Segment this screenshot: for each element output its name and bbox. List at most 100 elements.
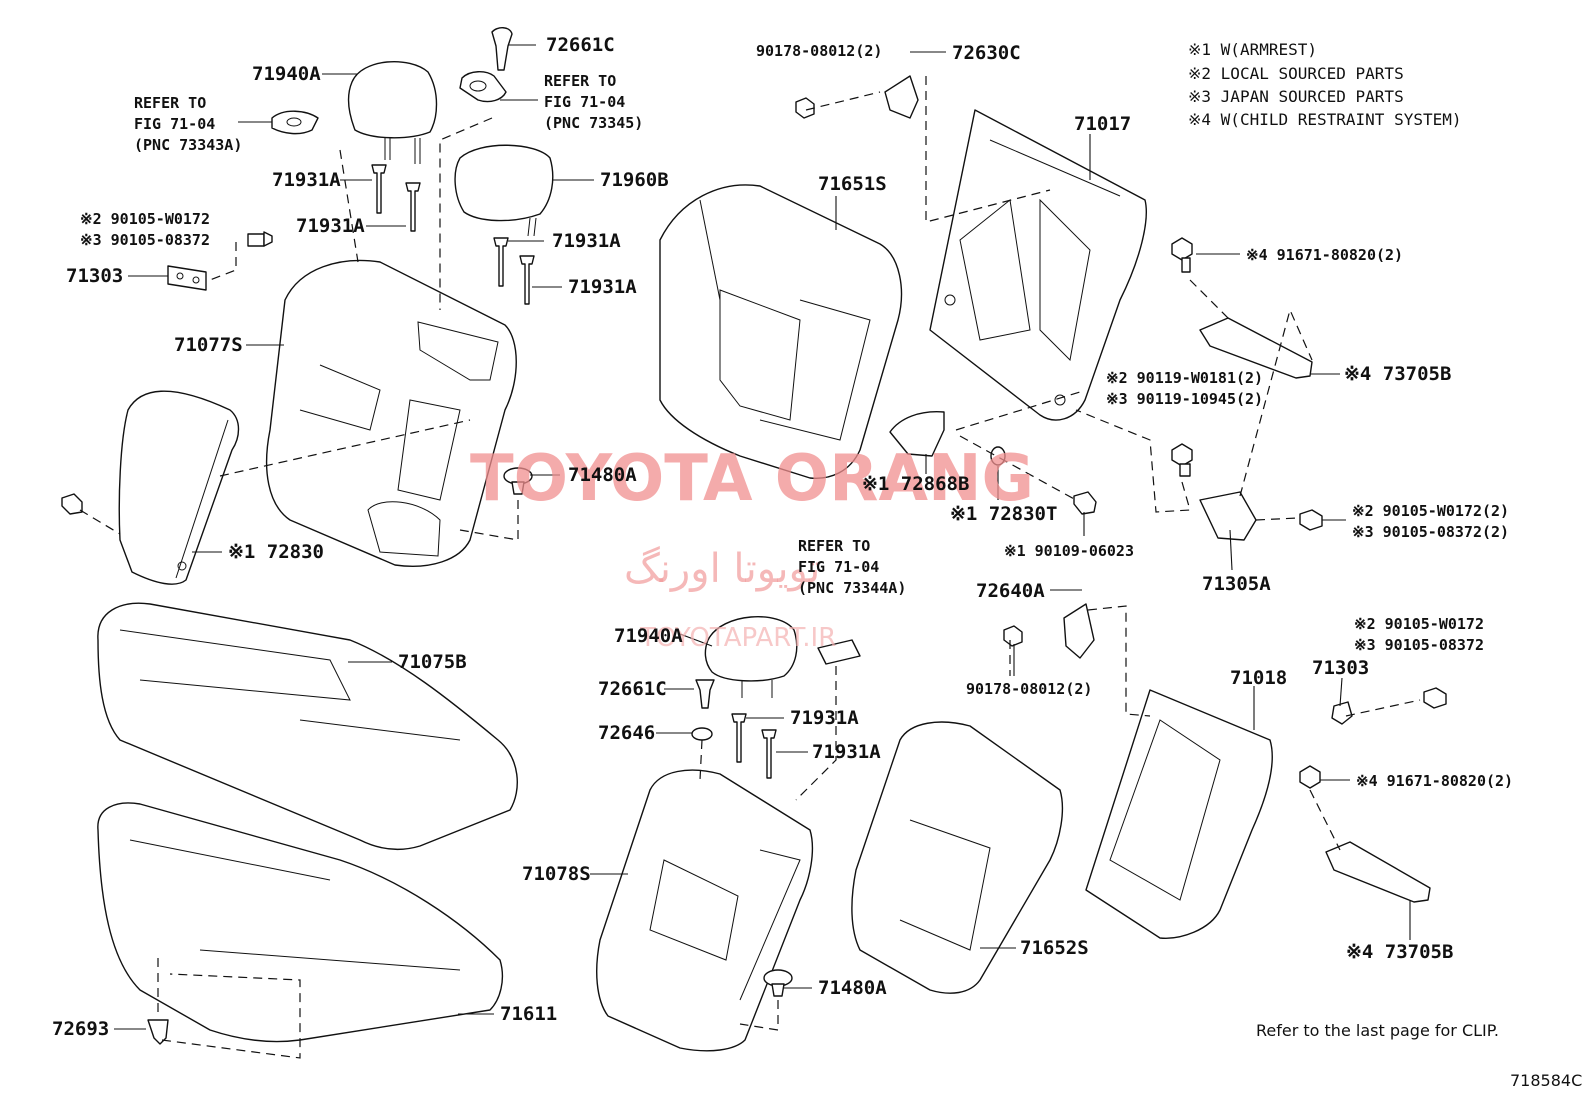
label-90105-right2-3: ※3 90105-08372: [1354, 636, 1484, 654]
label-71303-right: 71303: [1312, 657, 1369, 679]
diagram-id: 718584C: [1510, 1071, 1582, 1090]
bracket-71303-left: [167, 265, 207, 291]
label-71075b: 71075B: [398, 651, 467, 673]
label-72830t: ※1 72830T: [950, 503, 1057, 525]
clip-note: Refer to the last page for CLIP.: [1256, 1021, 1499, 1040]
label-73705b-top: ※4 73705B: [1344, 363, 1451, 385]
guide-72661c-top: [491, 27, 513, 71]
label-71960b: 71960B: [600, 169, 669, 191]
label-72830: ※1 72830: [228, 541, 324, 563]
label-90105-right2-2: ※2 90105-W0172: [1354, 615, 1484, 633]
label-72661c-top: 72661C: [546, 34, 615, 56]
refer-note-73344a: REFER TO FIG 71-04 (PNC 73344A): [798, 537, 906, 597]
refer-note-73343a: REFER TO FIG 71-04 (PNC 73343A): [134, 94, 242, 154]
watermark-site: TOYOTAPART.IR: [639, 623, 836, 653]
armrest-72830: [118, 390, 240, 585]
clip-72646: [691, 727, 713, 741]
refer-note-73345: REFER TO FIG 71-04 (PNC 73345): [544, 72, 643, 132]
legend-item-3: ※3 JAPAN SOURCED PARTS: [1188, 87, 1404, 106]
label-90105-left-2: ※2 90105-W0172: [80, 210, 210, 228]
headrest-71940a-bottom: [704, 616, 798, 698]
cushion-pad-71611: [97, 802, 504, 1043]
refer-line: (PNC 73345): [544, 114, 643, 132]
legend-item-1: ※1 W(ARMREST): [1188, 40, 1317, 59]
label-91671-top: ※4 91671-80820(2): [1246, 246, 1403, 264]
label-90178-top: 90178-08012(2): [756, 42, 882, 60]
refer-line: (PNC 73344A): [798, 579, 906, 597]
clip-72693: [147, 1019, 169, 1045]
anchor-73705b-bottom: [1325, 841, 1431, 903]
seatback-cover-71077s: [265, 259, 517, 567]
label-71303-left: 71303: [66, 265, 123, 287]
label-71077s: 71077S: [174, 334, 243, 356]
label-71018: 71018: [1230, 667, 1287, 689]
label-72868b: ※1 72868B: [862, 473, 969, 495]
label-90105-right-3: ※3 90105-08372(2): [1352, 523, 1509, 541]
refer-line: (PNC 73343A): [134, 136, 242, 154]
refer-line: REFER TO: [134, 94, 206, 112]
bolt-armrest: [61, 493, 83, 515]
label-71931a: 71931A: [296, 215, 365, 237]
refer-line: FIG 71-04: [798, 558, 879, 576]
bolt-90105-right: [1299, 509, 1323, 531]
nut-90178-top: [795, 97, 815, 119]
watermark-brand: TOYOTA ORANG: [470, 442, 1034, 516]
bolt-90105-left: [247, 231, 273, 247]
label-71651s: 71651S: [818, 173, 887, 195]
label-72661c-bottom: 72661C: [598, 678, 667, 700]
label-91671-bottom: ※4 91671-80820(2): [1356, 772, 1513, 790]
bushing-72830t: [990, 446, 1006, 466]
refer-line: FIG 71-04: [544, 93, 625, 111]
holder-73344a: [817, 639, 861, 665]
label-71940a-top: 71940A: [252, 63, 321, 85]
leader-lines: [114, 44, 1411, 1030]
nut-90178-bottom: [1003, 625, 1023, 647]
bracket-71305a: [1199, 491, 1257, 541]
bolt-91671-bottom: [1299, 765, 1321, 789]
clip-71480a-bottom: [763, 969, 793, 997]
holder-73343a: [271, 110, 319, 135]
part-labels: 71940A 72661C 90178-08012(2) 72630C 7101…: [52, 34, 1513, 1040]
label-71931a: 71931A: [568, 276, 637, 298]
label-90119-3: ※3 90119-10945(2): [1106, 390, 1263, 408]
guide-72661c-bottom: [695, 679, 715, 709]
label-90109: ※1 90109-06023: [1004, 542, 1134, 560]
label-71305a: 71305A: [1202, 573, 1271, 595]
label-71931a: 71931A: [272, 169, 341, 191]
hinge-72640a: [1063, 603, 1095, 659]
seatback-pad-71652s: [851, 721, 1064, 994]
label-71931a: 71931A: [552, 230, 621, 252]
label-71931a: 71931A: [790, 707, 859, 729]
watermark-persian: تویوتا اورنگ: [624, 546, 820, 592]
seatback-cover-71078s: [596, 769, 814, 1052]
hinge-72630c: [884, 75, 919, 119]
headrest-71940a-top: [347, 60, 438, 164]
label-71611: 71611: [500, 1003, 557, 1025]
label-72646: 72646: [598, 722, 655, 744]
cushion-cover-71075b: [97, 602, 518, 851]
refer-line: REFER TO: [798, 537, 870, 555]
label-71017: 71017: [1074, 113, 1131, 135]
seatback-frame-71017: [929, 109, 1147, 421]
label-71078s: 71078S: [522, 863, 591, 885]
label-71480a-bottom: 71480A: [818, 977, 887, 999]
legend-item-4: ※4 W(CHILD RESTRAINT SYSTEM): [1188, 110, 1462, 129]
label-72640a: 72640A: [976, 580, 1045, 602]
headrest-71960b: [454, 144, 554, 237]
seatback-frame-71018: [1085, 689, 1273, 939]
label-71480a-top: 71480A: [568, 464, 637, 486]
label-71931a: 71931A: [812, 741, 881, 763]
bracket-72868b: [889, 411, 945, 457]
legend-item-2: ※2 LOCAL SOURCED PARTS: [1188, 64, 1404, 83]
refer-line: FIG 71-04: [134, 115, 215, 133]
bolt-90109: [1073, 491, 1097, 515]
seatback-pad-71651s: [659, 184, 903, 479]
clip-71480a-top: [503, 467, 533, 495]
label-71940a-bottom: 71940A: [614, 625, 683, 647]
label-72630c: 72630C: [952, 42, 1021, 64]
bolt-90119: [1171, 443, 1193, 477]
label-90119-2: ※2 90119-W0181(2): [1106, 369, 1263, 387]
support-71931a-top: [371, 164, 535, 305]
